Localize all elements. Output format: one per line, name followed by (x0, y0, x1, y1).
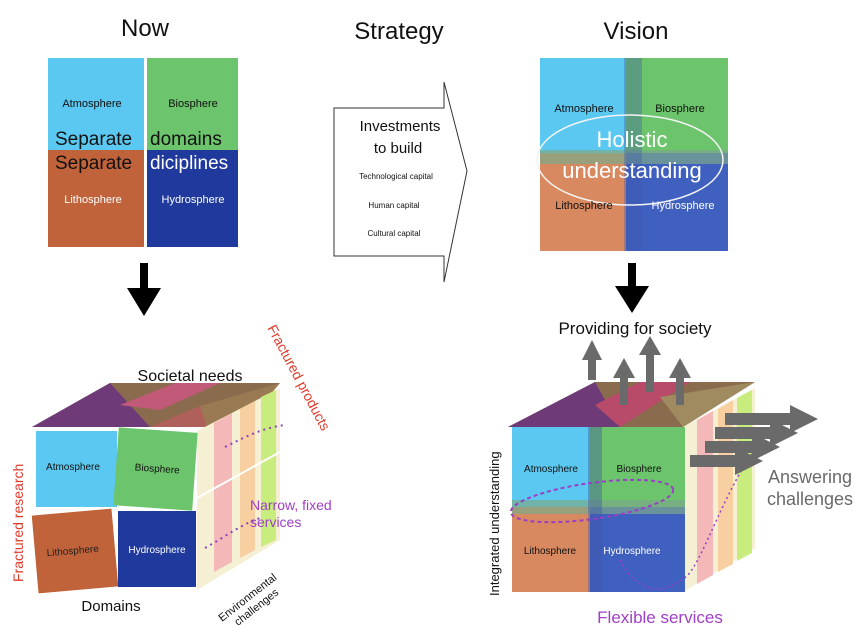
vision-rightward-arrows (690, 405, 818, 475)
now-narrow-services-line1: Narrow, fixed (250, 497, 332, 513)
vision-cube-hydrosphere-tile (590, 507, 685, 592)
now-cube-lithosphere-tile (31, 508, 119, 594)
vision-holistic-ellipse (536, 114, 724, 206)
now-domain-grid: Atmosphere Biosphere Lithosphere Hydrosp… (48, 58, 238, 247)
now-cube-biosphere-tile (113, 427, 198, 511)
vision-lithosphere-tile (540, 153, 629, 251)
strategy-line2: to build (374, 140, 422, 157)
vision-integrated-understanding-label: Integrated understanding (487, 451, 502, 596)
vision-cube-vertical-blend (588, 427, 602, 592)
heading-vision: Vision (604, 18, 669, 45)
now-domains-label: domains (150, 129, 222, 150)
strategy-item-technological: Technological capital (359, 172, 433, 181)
now-cube-atmosphere-label: Atmosphere (46, 462, 100, 473)
strategy-item-human: Human capital (368, 201, 419, 210)
vision-cube-flexible-line (619, 449, 756, 590)
now-cube-hydrosphere-label: Hydrosphere (128, 545, 186, 556)
now-separate-label-1: Separate (55, 129, 132, 150)
vision-upward-arrows (582, 336, 691, 405)
now-biosphere-label: Biosphere (168, 98, 218, 110)
now-cube-atmosphere-tile (36, 431, 117, 507)
vision-atmosphere-tile (540, 58, 629, 159)
vision-cube-atmosphere-tile (512, 427, 594, 510)
now-atmosphere-label: Atmosphere (62, 98, 121, 110)
now-cube-lithosphere-label: Lithosphere (46, 544, 99, 560)
vision-hydrosphere-label: Hydrosphere (652, 200, 715, 212)
now-cube: Atmosphere Biosphere Lithosphere Hydrosp… (31, 383, 286, 594)
vision-cube: Atmosphere Biosphere Lithosphere Hydrosp… (508, 382, 756, 592)
now-narrow-services-line2: services (250, 514, 301, 530)
now-down-arrow (127, 263, 161, 316)
vision-answering-line1: Answering (768, 467, 852, 487)
vision-down-arrow (615, 263, 649, 313)
vision-biosphere-label: Biosphere (655, 103, 705, 115)
vision-atmosphere-label: Atmosphere (554, 103, 613, 115)
vision-holistic-line1: Holistic (597, 127, 668, 152)
vision-cube-atmosphere-label: Atmosphere (524, 464, 578, 475)
now-fractured-research-label: Fractured research (10, 464, 26, 582)
heading-strategy: Strategy (354, 18, 443, 45)
now-atmosphere-tile (48, 58, 144, 153)
now-biosphere-tile (147, 58, 238, 153)
now-environmental-challenges-label: Environmental challenges (216, 572, 281, 629)
now-domains-label-bottom: Domains (81, 598, 140, 615)
now-societal-needs-label: Societal needs (138, 368, 243, 385)
vision-domain-grid: Atmosphere Biosphere Lithosphere Hydrosp… (536, 58, 728, 251)
strategy-arrow-shape (333, 81, 468, 283)
vision-lithosphere-label: Lithosphere (555, 200, 613, 212)
vision-cube-biosphere-label: Biosphere (616, 464, 661, 475)
now-hydrosphere-label: Hydrosphere (162, 194, 225, 206)
vision-flexible-services-label: Flexible services (597, 608, 723, 627)
vision-cube-horizontal-blend (512, 500, 685, 514)
vision-answering-line2: challenges (767, 489, 853, 509)
now-hydrosphere-tile (147, 150, 238, 247)
vision-cube-hydrosphere-label: Hydrosphere (603, 546, 661, 557)
vision-hydrosphere-tile (626, 153, 728, 251)
vision-vertical-blend (624, 58, 642, 251)
vision-holistic-line2: understanding (562, 158, 701, 183)
vision-biosphere-tile (626, 58, 728, 159)
vision-providing-label: Providing for society (558, 319, 712, 338)
heading-now: Now (121, 15, 170, 42)
vision-cube-lithosphere-label: Lithosphere (524, 546, 577, 557)
strategy-item-cultural: Cultural capital (368, 229, 421, 238)
now-cube-hydrosphere-tile (118, 511, 196, 587)
now-cube-biosphere-label: Biosphere (134, 462, 180, 476)
now-separate-label-2: Separate (55, 153, 132, 174)
now-lithosphere-tile (48, 150, 144, 247)
now-cube-dotted-line-1 (224, 424, 286, 448)
now-lithosphere-label: Lithosphere (64, 194, 122, 206)
now-disciplines-label: diciplines (150, 153, 228, 174)
strategy-arrow-box: Investments to build Technological capit… (333, 81, 468, 283)
vision-horizontal-blend (540, 150, 728, 164)
vision-cube-flexible-ellipse (509, 478, 675, 524)
strategy-line1: Investments (360, 118, 441, 135)
